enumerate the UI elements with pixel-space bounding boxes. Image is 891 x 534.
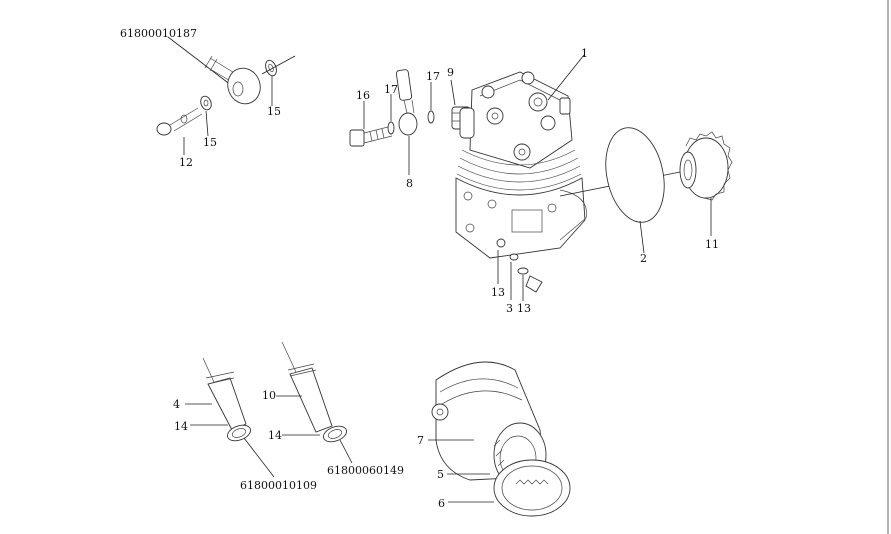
callout-15-lower: 15 [203, 136, 217, 149]
callout-14-left: 14 [174, 420, 188, 433]
part-number-61800010109: 61800010109 [240, 479, 317, 492]
callout-14-middle: 14 [268, 429, 282, 442]
callout-1: 1 [581, 47, 588, 60]
callout-8: 8 [406, 177, 413, 190]
callout-17-left: 17 [384, 83, 398, 96]
part-number-61800060149: 61800060149 [327, 464, 404, 477]
banjo-8 [395, 69, 418, 175]
callout-13-left: 13 [491, 286, 505, 299]
callout-12: 12 [179, 156, 193, 169]
pipe-fitting-middle [276, 341, 353, 464]
callout-9: 9 [447, 66, 454, 79]
gasket-2 [605, 127, 665, 254]
gear-11 [679, 131, 733, 236]
part-number-61800010187: 61800010187 [120, 27, 197, 40]
callout-13-right: 13 [517, 302, 531, 315]
callout-10: 10 [262, 389, 276, 402]
bolt-16 [349, 101, 393, 147]
callout-7: 7 [417, 434, 424, 447]
callout-16: 16 [356, 89, 370, 102]
air-compressor-assembly [349, 54, 691, 301]
callout-6: 6 [438, 497, 445, 510]
banjo-fitting-assembly [156, 36, 296, 155]
callout-5: 5 [437, 468, 444, 481]
coupling-assembly [428, 361, 571, 517]
callout-2: 2 [640, 252, 647, 265]
callout-3: 3 [506, 302, 513, 315]
pipe-fitting-left [185, 357, 275, 478]
callout-17-right: 17 [426, 70, 440, 83]
callout-11: 11 [705, 238, 719, 251]
callout-15-upper: 15 [267, 105, 281, 118]
callout-4: 4 [173, 398, 180, 411]
